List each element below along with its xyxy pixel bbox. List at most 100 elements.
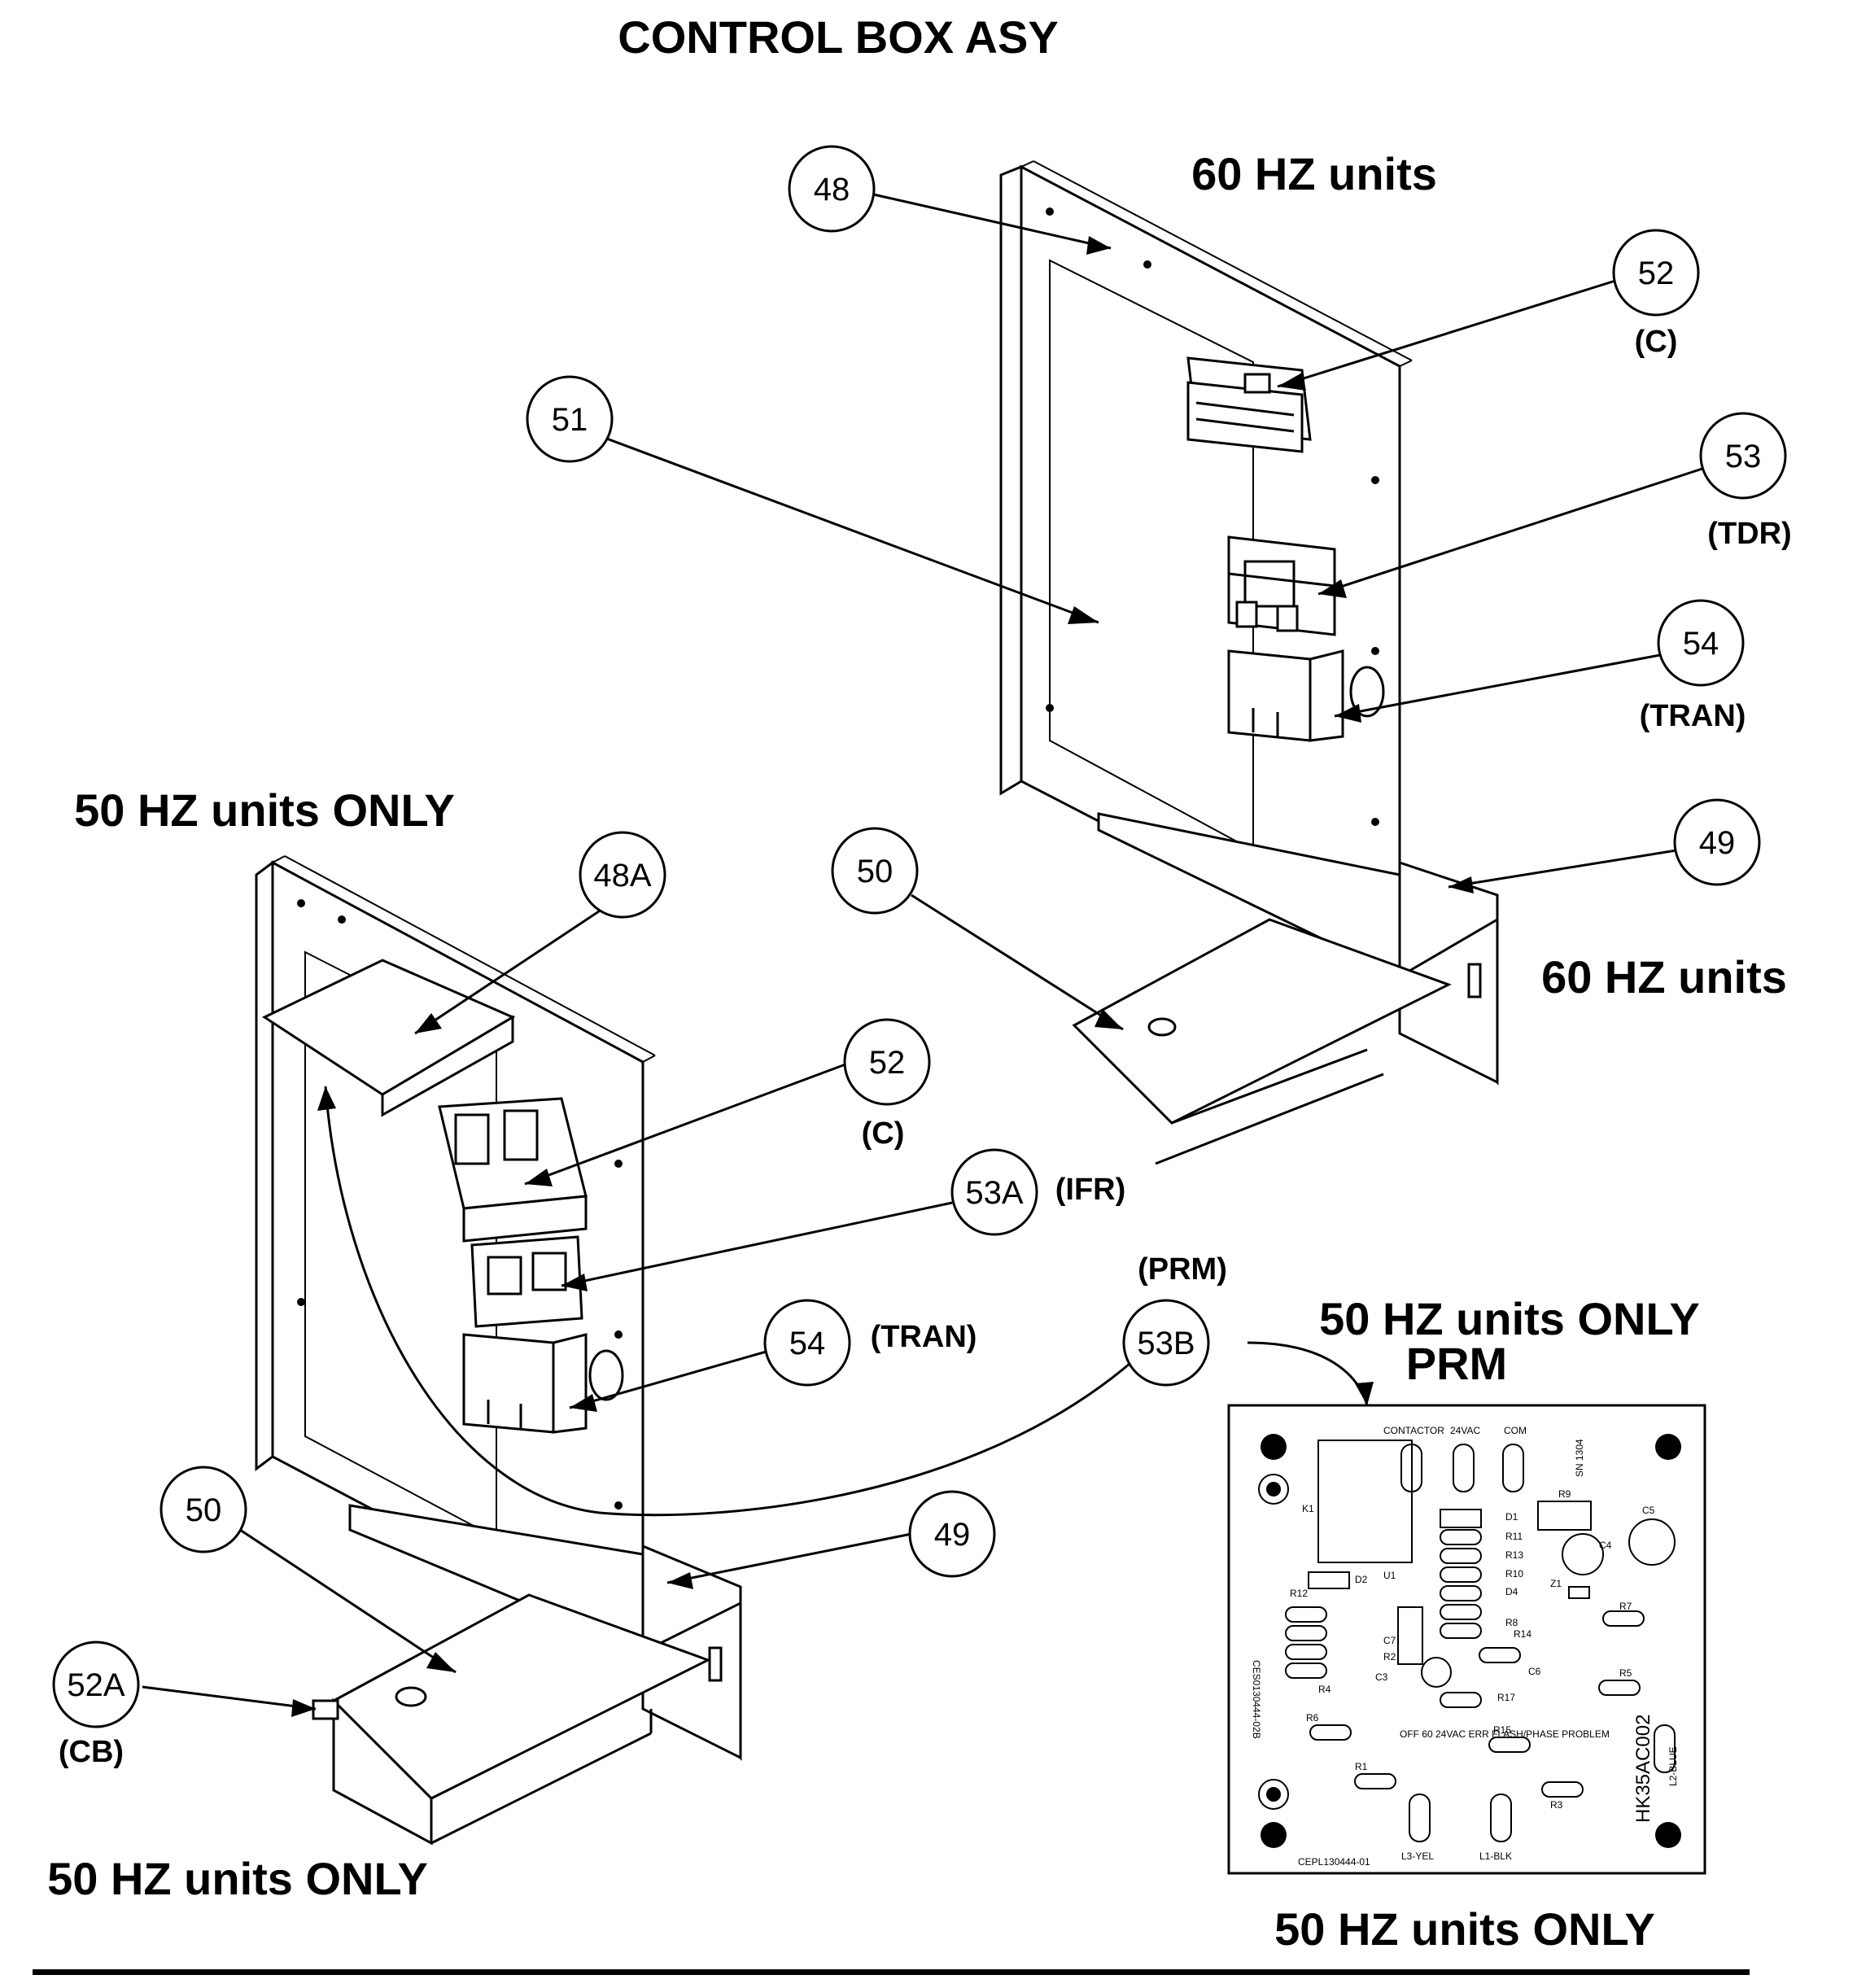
terminal-l1 — [1490, 1794, 1512, 1842]
callout-53a-label: 53A — [965, 1175, 1023, 1211]
board-sn-label: SN 1304 — [1574, 1439, 1585, 1477]
board-r8-label: R8 — [1505, 1617, 1518, 1628]
board-l1-label: L1-BLK — [1479, 1850, 1512, 1862]
board-note: OFF 60 24VAC ERR FLASH/PHASE PROBLEM — [1400, 1728, 1610, 1740]
callout-54-top-sub: (TRAN) — [1640, 699, 1746, 733]
callout-52a: 52A (CB) — [52, 1641, 140, 1769]
callout-53-sub: (TDR) — [1707, 517, 1791, 551]
board-z1-label: Z1 — [1550, 1578, 1562, 1589]
callout-48a: 48A — [579, 831, 666, 919]
callout-50-top-label: 50 — [857, 854, 894, 889]
board-contactor-label: CONTACTOR — [1383, 1425, 1444, 1436]
terminal-24vac — [1453, 1444, 1475, 1492]
callout-53b-sub: (PRM) — [1138, 1252, 1227, 1287]
board-k1-label: K1 — [1302, 1503, 1314, 1514]
callout-54-top-label: 54 — [1683, 626, 1719, 662]
callout-48-label: 48 — [814, 172, 850, 208]
callout-53b-label: 53B — [1137, 1326, 1195, 1361]
callout-53a-sub: (IFR) — [1055, 1173, 1126, 1207]
mount-hole — [1655, 1822, 1681, 1848]
board-d4-label: D4 — [1505, 1586, 1518, 1597]
terminal-l3 — [1409, 1794, 1431, 1842]
label-50hz-left-bottom: 50 HZ units ONLY — [47, 1853, 428, 1904]
callout-54-left-label: 54 — [789, 1326, 826, 1361]
base-60hz-leg — [1398, 917, 1499, 1085]
callout-52-left-sub: (C) — [862, 1116, 905, 1151]
callout-50-left: 50 — [159, 1466, 247, 1553]
board-d2-label: D2 — [1355, 1574, 1368, 1585]
callout-51-label: 51 — [552, 402, 588, 438]
assembly-50hz — [255, 855, 742, 1846]
board-r7-label: R7 — [1619, 1601, 1632, 1612]
callout-49-left-label: 49 — [934, 1517, 971, 1553]
terminal-contactor — [1400, 1444, 1422, 1492]
prm-board-outline — [1227, 1404, 1706, 1875]
callout-53b: (PRM) 53B — [1122, 1252, 1227, 1387]
board-c7-label: C7 — [1383, 1635, 1396, 1646]
board-24vac-label: 24VAC — [1450, 1425, 1480, 1436]
callout-54-left-sub: (TRAN) — [871, 1320, 977, 1354]
board-r4-label: R4 — [1318, 1684, 1331, 1695]
panel-60hz-flange — [999, 164, 1023, 796]
terminal-l2 — [1654, 1724, 1676, 1773]
board-r13-label: R13 — [1505, 1549, 1523, 1561]
callout-50-left-label: 50 — [186, 1492, 222, 1528]
mount-hole — [1655, 1434, 1681, 1460]
board-part-number: HK35AC002 — [1632, 1715, 1654, 1823]
callout-54-top: 54 (TRAN) — [1640, 599, 1746, 733]
board-com-label: COM — [1504, 1425, 1527, 1436]
label-60hz-top: 60 HZ units — [1191, 148, 1437, 199]
callout-48a-label: 48A — [593, 858, 651, 894]
label-prm-title: PRM — [1406, 1338, 1507, 1389]
board-r5-label: R5 — [1619, 1667, 1632, 1679]
bottom-rule — [33, 1969, 1750, 1975]
callout-52-top-sub: (C) — [1635, 325, 1678, 359]
callout-52-top-label: 52 — [1638, 256, 1675, 291]
board-r17-label: R17 — [1497, 1692, 1515, 1703]
ic-u1 — [1397, 1606, 1423, 1665]
board-left-code: CES0130444-02B — [1251, 1660, 1262, 1739]
callout-52a-sub: (CB) — [59, 1735, 124, 1769]
board-c3-label: C3 — [1375, 1671, 1388, 1683]
board-r15-label: R15 — [1493, 1724, 1511, 1736]
mount-hole — [1261, 1434, 1287, 1460]
callout-53-label: 53 — [1725, 439, 1762, 474]
leader-lines — [142, 190, 1706, 1717]
assembly-60hz — [999, 160, 1499, 1165]
board-l3-label: L3-YEL — [1401, 1850, 1434, 1862]
callout-48: 48 — [788, 145, 876, 233]
callout-49-left: 49 — [908, 1490, 996, 1578]
board-cepl-label: CEPL130444-01 — [1298, 1856, 1370, 1868]
relay-k1 — [1317, 1440, 1413, 1563]
board-r9-label: R9 — [1558, 1488, 1571, 1500]
board-l2-label: L2-BLUE — [1667, 1746, 1679, 1786]
transformer-60hz — [1227, 649, 1385, 742]
board-u1-label: U1 — [1383, 1570, 1396, 1581]
board-c6-label: C6 — [1528, 1666, 1541, 1677]
prm-board: CONTACTOR 24VAC COM L3-YEL L1-BLK CEPL13… — [1227, 1404, 1706, 1875]
circuit-breaker-52a — [312, 1699, 339, 1720]
callout-50-top: 50 — [831, 827, 919, 915]
board-c5-label: C5 — [1642, 1505, 1655, 1516]
terminal-com — [1502, 1444, 1524, 1492]
board-r10-label: R10 — [1505, 1568, 1523, 1579]
board-d1-label: D1 — [1505, 1511, 1518, 1523]
board-r6-label: R6 — [1306, 1712, 1319, 1724]
board-r1-label: R1 — [1355, 1761, 1368, 1772]
plate-60hz — [1072, 918, 1452, 1125]
label-50hz-left-top: 50 HZ units ONLY — [74, 784, 455, 836]
tdr-relay-60hz — [1227, 535, 1336, 636]
callout-53a: 53A (IFR) — [950, 1148, 1126, 1236]
label-60hz-right: 60 HZ units — [1541, 951, 1787, 1003]
label-50hz-prm-bottom: 50 HZ units ONLY — [1274, 1903, 1655, 1955]
contactor-60hz — [1186, 356, 1312, 453]
callout-52-left: 52 (C) — [843, 1018, 931, 1151]
callout-49-top-label: 49 — [1699, 825, 1736, 861]
mount-hole — [1261, 1822, 1287, 1848]
board-r14-label: R14 — [1514, 1628, 1531, 1640]
board-r11-label: R11 — [1505, 1531, 1523, 1542]
callout-49-top: 49 — [1673, 798, 1761, 886]
callout-52-left-label: 52 — [869, 1045, 906, 1081]
diagram-title: CONTROL BOX ASY — [618, 11, 1058, 63]
